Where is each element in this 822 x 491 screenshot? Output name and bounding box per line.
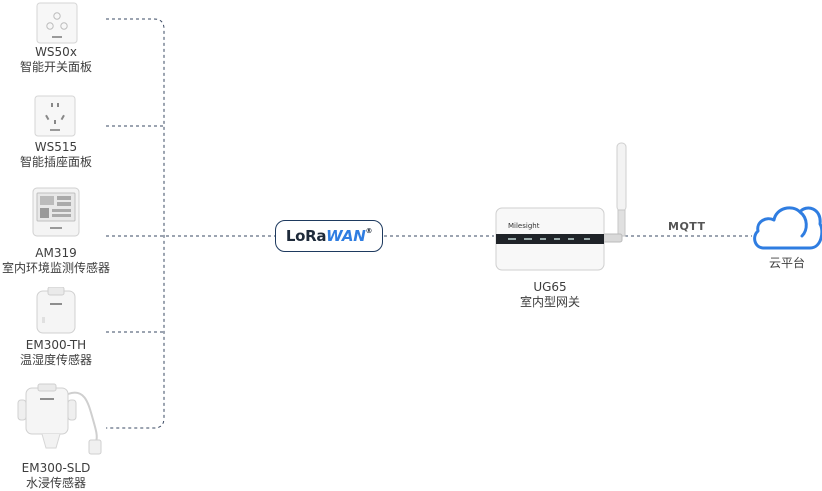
wall-switch-icon bbox=[36, 2, 78, 44]
em300th-model: EM300-TH bbox=[25, 338, 87, 352]
wall-socket-icon bbox=[34, 95, 76, 137]
lorawan-lora-text: LoRa bbox=[285, 227, 327, 245]
ws515-model: WS515 bbox=[34, 140, 78, 154]
ws515-desc: 智能插座面板 bbox=[19, 155, 92, 169]
cloud-label: 云平台 bbox=[768, 256, 805, 270]
water-leak-sensor-icon bbox=[12, 382, 106, 460]
environment-monitor-icon bbox=[32, 187, 80, 237]
ws50x-desc: 智能开关面板 bbox=[19, 60, 92, 74]
bus-line bbox=[106, 18, 165, 429]
ug65-model: UG65 bbox=[533, 280, 567, 294]
gateway-icon bbox=[494, 140, 628, 272]
cloud-icon bbox=[750, 200, 822, 252]
ws50x-model: WS50x bbox=[35, 45, 77, 59]
em300th-desc: 温湿度传感器 bbox=[19, 353, 92, 367]
lorawan-wan-text: WAN bbox=[326, 227, 366, 245]
lorawan-registered-mark: ® bbox=[365, 227, 373, 235]
gateway-brand-logo: Milesight bbox=[508, 222, 540, 230]
am319-desc: 室内环境监测传感器 bbox=[1, 261, 110, 275]
am319-model: AM319 bbox=[35, 246, 77, 260]
ug65-desc: 室内型网关 bbox=[519, 295, 580, 309]
mqtt-label: MQTT bbox=[668, 220, 706, 233]
em300sld-model: EM300-SLD bbox=[21, 461, 91, 475]
temperature-humidity-sensor-icon bbox=[34, 286, 78, 335]
em300sld-desc: 水浸传感器 bbox=[25, 476, 86, 490]
